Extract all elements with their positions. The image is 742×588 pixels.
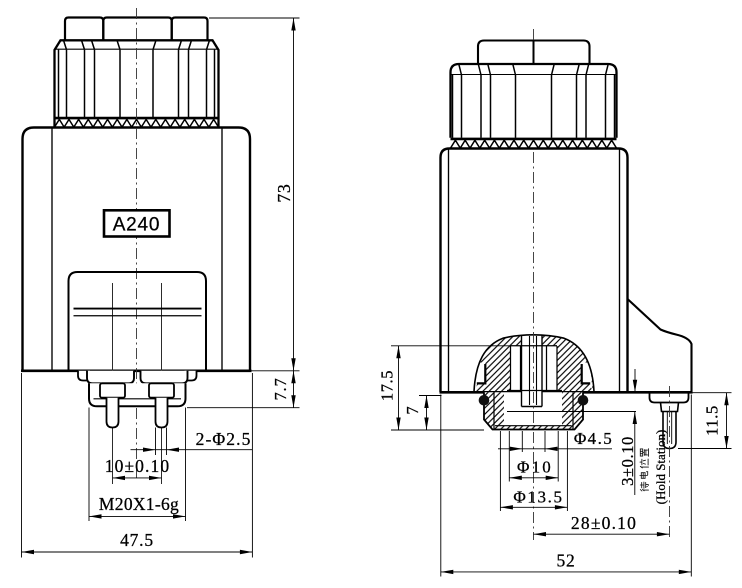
- svg-text:28±0.10: 28±0.10: [571, 513, 637, 533]
- svg-text:3±0.10: 3±0.10: [618, 436, 637, 486]
- svg-text:10±0.10: 10±0.10: [105, 456, 170, 476]
- svg-text:52: 52: [556, 551, 575, 571]
- svg-text:73: 73: [274, 183, 294, 202]
- svg-text:7.7: 7.7: [271, 377, 290, 400]
- svg-text:Φ10: Φ10: [517, 458, 553, 477]
- svg-text:17.5: 17.5: [378, 370, 397, 401]
- svg-text:(Hold Station): (Hold Station): [653, 430, 668, 505]
- svg-text:11.5: 11.5: [703, 405, 722, 436]
- svg-text:2-Φ2.5: 2-Φ2.5: [196, 429, 252, 449]
- svg-text:47.5: 47.5: [120, 530, 154, 550]
- svg-text:Φ13.5: Φ13.5: [513, 488, 563, 507]
- svg-text:M20X1-6g: M20X1-6g: [99, 494, 179, 514]
- svg-text:A240: A240: [113, 215, 161, 236]
- svg-text:7: 7: [403, 406, 422, 414]
- svg-text:Φ4.5: Φ4.5: [574, 429, 613, 448]
